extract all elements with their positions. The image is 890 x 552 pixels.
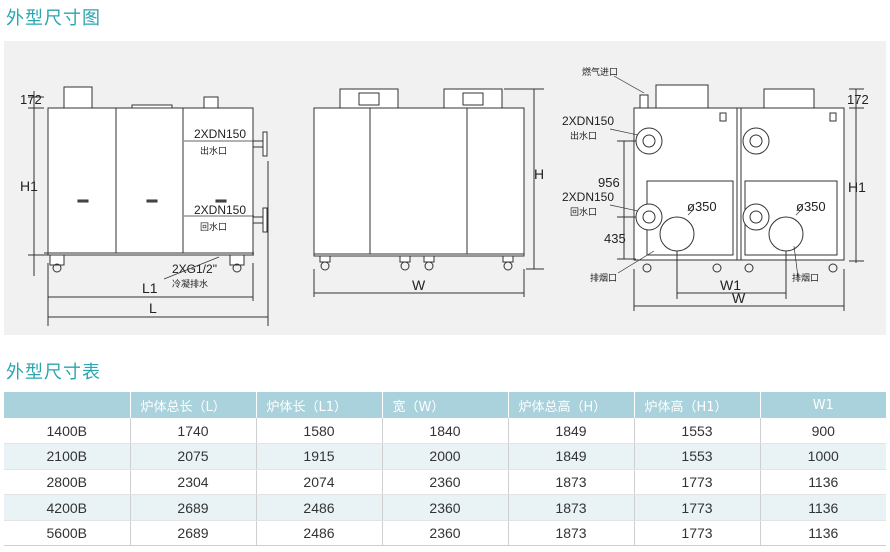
cell-w1: 900 [760,418,886,445]
cell-l1: 1580 [256,418,383,445]
cell-w1: 1136 [760,494,886,521]
rear-exhaust-label-2: 排烟口 [792,272,819,283]
side-drain-spec: 2XG1/2" [172,262,217,276]
front-view-labels: H W [412,166,544,293]
side-view-labels: 172 H1 2XDN150 出水口 2XDN150 回水口 2XG1/2" 冷… [20,92,246,316]
cell-h1: 1553 [634,443,761,470]
cell-h: 1873 [508,494,635,521]
cell-model: 2800B [4,469,131,496]
cell-model: 2100B [4,443,131,470]
cell-l: 2075 [130,443,257,470]
front-burner-box-2 [443,88,503,110]
rear-exhaust-label-1: 排烟口 [590,272,617,283]
cell-l1: 1915 [256,443,383,470]
cell-l: 2689 [130,494,257,521]
cell-l: 2689 [130,520,257,547]
cell-model: 4200B [4,494,131,521]
front-dim-w: W [412,277,426,293]
cell-l1: 2486 [256,494,383,521]
header-total-length: 炉体总长（L） [130,392,257,418]
rear-dim-435: 435 [604,231,626,246]
rear-return-spec: 2XDN150 [562,190,614,204]
rear-return-label: 回水口 [570,206,597,217]
side-body [47,107,254,256]
side-outlet-label: 出水口 [200,145,227,156]
cell-h1: 1773 [634,520,761,547]
side-dim-l1: L1 [142,280,158,296]
rear-gas-label: 燃气进口 [582,66,618,77]
rear-dim-w: W [732,290,746,306]
rear-view [609,75,864,311]
cell-l: 1740 [130,418,257,445]
cell-w: 2360 [382,469,509,496]
drawing-section-title: 外型尺寸图 [6,8,101,29]
side-dim-h1: H1 [20,178,38,194]
cell-h1: 1553 [634,418,761,445]
front-body [313,107,525,257]
table-row: 1400B 1740 1580 1840 1849 1553 900 [4,418,886,445]
rear-dim-172: 172 [847,92,869,107]
flue-hole-2 [768,216,804,252]
table-row: 2800B 2304 2074 2360 1873 1773 1136 [4,469,886,496]
cell-h1: 1773 [634,494,761,521]
header-body-length: 炉体长（L1） [256,392,383,418]
header-w1: W1 [760,392,886,418]
cell-w: 2360 [382,520,509,547]
cell-h: 1849 [508,443,635,470]
rear-dim-w1: W1 [720,277,741,293]
cell-w1: 1000 [760,443,886,470]
side-dim-l: L [149,300,157,316]
cell-l1: 2486 [256,520,383,547]
front-burner-box-1 [339,88,399,110]
cell-w: 1840 [382,418,509,445]
table-section-title: 外型尺寸表 [6,362,101,383]
rear-outlet-spec: 2XDN150 [562,114,614,128]
front-view [313,88,544,297]
table-row: 5600B 2689 2486 2360 1873 1773 1136 [4,520,886,547]
cell-h: 1873 [508,469,635,496]
side-return-label: 回水口 [200,221,227,232]
side-drain-label: 冷凝排水 [172,278,208,289]
side-view [28,86,269,326]
header-width: 宽（W） [382,392,509,418]
cell-l1: 2074 [256,469,383,496]
cell-w: 2360 [382,494,509,521]
cell-w: 2000 [382,443,509,470]
flue-hole-1 [659,216,695,252]
side-dim-172: 172 [20,92,42,107]
cell-w1: 1136 [760,469,886,496]
cell-h1: 1773 [634,469,761,496]
side-top-box [63,86,93,109]
cell-h: 1873 [508,520,635,547]
cell-model: 1400B [4,418,131,445]
cell-model: 5600B [4,520,131,547]
rear-outlet-label: 出水口 [570,130,597,141]
cell-h: 1849 [508,418,635,445]
header-model [4,392,131,418]
dimension-drawing: 172 H1 2XDN150 出水口 2XDN150 回水口 2XG1/2" 冷… [20,66,869,326]
dimension-drawing-panel: 172 H1 2XDN150 出水口 2XDN150 回水口 2XG1/2" 冷… [4,41,886,335]
front-dim-h: H [534,166,544,182]
header-total-height: 炉体总高（H） [508,392,635,418]
side-return-spec: 2XDN150 [194,203,246,217]
header-body-height: 炉体高（H1） [634,392,761,418]
dimension-table: 炉体总长（L） 炉体长（L1） 宽（W） 炉体总高（H） 炉体高（H1） W1 … [4,392,886,547]
table-row: 2100B 2075 1915 2000 1849 1553 1000 [4,443,886,470]
table-header-row: 炉体总长（L） 炉体长（L1） 宽（W） 炉体总高（H） 炉体高（H1） W1 [4,392,886,418]
side-outlet-spec: 2XDN150 [194,127,246,141]
rear-flue-dia-1: ø350 [687,199,717,214]
rear-dim-h1: H1 [848,179,866,195]
cell-l: 2304 [130,469,257,496]
cell-w1: 1136 [760,520,886,547]
rear-dim-956: 956 [598,175,620,190]
table-row: 4200B 2689 2486 2360 1873 1773 1136 [4,494,886,521]
rear-view-labels: 燃气进口 2XDN150 出水口 956 2XDN150 回水口 435 ø35… [562,66,869,306]
rear-flue-dia-2: ø350 [796,199,826,214]
